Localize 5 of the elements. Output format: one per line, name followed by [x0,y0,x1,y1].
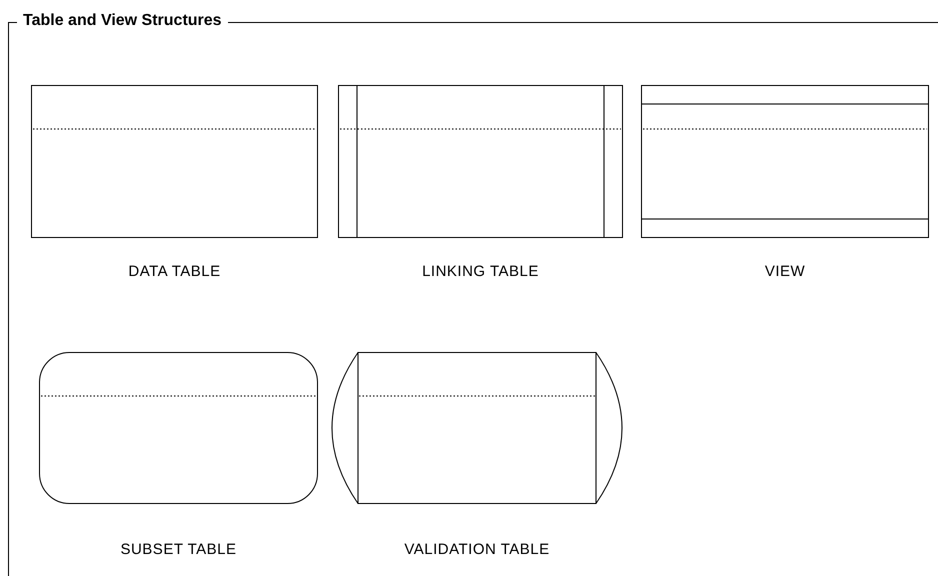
table-label: LINKING TABLE [421,263,540,280]
table-label: DATA TABLE [127,263,222,280]
table-label: VALIDATION TABLE [403,541,551,558]
table-label: SUBSET TABLE [119,541,238,558]
table-label: VIEW [764,263,806,280]
